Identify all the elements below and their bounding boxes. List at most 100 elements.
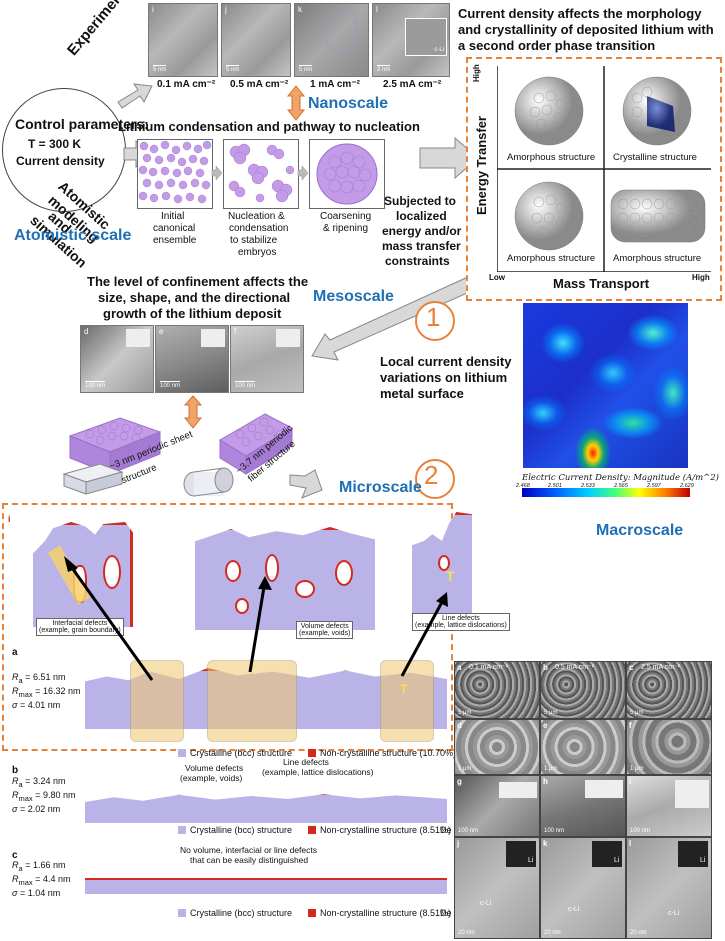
nanoscale-label: Nanoscale [308,95,389,112]
current-label-4: 2.5 mA cm⁻² [383,79,442,90]
sim-b-line-note-1: Line defects [283,757,329,767]
heatmap-tick-2: 2.501 [548,483,562,489]
sim-c-note-2: that can be easily distinguished [190,855,309,865]
sim-c-label: c [12,850,18,861]
headline-line-2: and crystallinity of deposited lithium w… [458,22,714,37]
tem-k-li-label: Li [614,857,620,864]
nucleation-box [223,139,299,209]
step2-line1: Nucleation & [228,211,285,222]
heatmap-tick-6: 2.629 [680,483,694,489]
legend-c-crystalline: Crystalline (bcc) structure [178,908,292,918]
legend-a-noncrystalline: Non-crystalline structure (10.70%) [308,748,456,758]
sim-a-stats: Ra = 6.51 nm Rmax = 16.32 nm σ = 4.01 nm [12,672,81,710]
tem-l-cli-label: c-Li [668,910,680,917]
microscale-label: Microscale [339,479,422,496]
embryo-clusters [228,143,295,203]
subjected-line-1: Subjected to [384,194,457,208]
heatmap-tick-1: 2.468 [516,483,530,489]
sim-b-line-note-2: (example, lattice dislocations) [262,767,374,777]
headline-line-1: Current density affects the morphology [458,6,702,21]
current-label-3: 1 mA cm⁻² [310,79,360,90]
heatmap-tick-5: 2.597 [647,483,661,489]
control-temperature: T = 300 K [28,137,82,151]
legend-b-crystalline: Crystalline (bcc) structure [178,825,292,835]
confinement-line-1: The level of confinement affects the [87,274,309,289]
step-one-circle [415,301,455,341]
heatmap-tick-3: 2.533 [581,483,595,489]
current-label-2: 0.5 mA cm⁻² [230,79,289,90]
step2-line4: embryos [238,247,277,258]
quadrant-bottom-left: Amorphous structure [507,253,596,264]
quadrant-top-right: Crystalline structure [613,152,697,163]
coarsening-box [309,139,385,209]
quadrant-top-left: Amorphous structure [507,152,596,163]
subjected-line-4: mass transfer [382,239,461,253]
local-current-line-3: metal surface [380,386,464,401]
tem-j-cli-label: c-Li [480,900,492,907]
sim-c-cut-text: De [440,908,452,918]
tem-k-cli-label: c-Li [568,906,580,913]
step1-line2: canonical [153,223,196,234]
step1-line3: ensemble [153,235,197,246]
control-parameters-circle [2,88,126,212]
heatmap-title: Electric Current Density: Magnitude (A/m… [522,473,719,483]
subjected-line-5: constraints [385,254,450,268]
sim-b-cut-text: De [440,825,452,835]
local-current-line-2: variations on lithium [380,370,508,385]
legend-c-noncrystalline: Non-crystalline structure (8.51%) [308,908,451,918]
coarsened-cluster [316,143,378,205]
tem-l-li-label: Li [700,857,706,864]
step2-line2: condensation [229,223,289,234]
legend-b-noncrystalline: Non-crystalline structure (8.51%) [308,825,451,835]
tem-panel-l: l c-Li 2 nm [372,3,450,77]
line-defect-marker-strip: T [400,682,408,696]
step3-line1: Coarsening [320,211,372,222]
local-current-line-1: Local current density [380,354,512,369]
quadrant-bottom-right: Amorphous structure [613,253,702,264]
scattered-atoms [138,140,212,204]
highlight-a-3 [380,660,434,742]
step-two-circle [415,459,455,499]
interfacial-defect-callout: Interfacial defects(example, grain bound… [36,618,124,636]
step-one-number: 1 [426,302,441,332]
sim-a-label: a [12,647,18,658]
phase-map-quadrants [497,66,711,272]
atomistic-scale-label: Atomistic scale [14,227,132,244]
defect-panel-i: i [8,514,11,524]
tem-inset: c-Li [405,18,447,56]
subjected-line-2: localized [396,209,447,223]
phase-map-x-high: High [692,273,710,282]
initial-ensemble-box [137,139,213,209]
line-defect-marker-top: T [446,568,455,584]
sim-strip-c [85,878,447,894]
phase-map-x-axis: Mass Transport [553,276,650,291]
highlight-a-2 [207,660,297,742]
step1-line1: Initial [161,211,185,222]
tem-j-li-label: Li [528,857,534,864]
nucleation-title: Lithium condensation and pathway to nucl… [118,119,420,134]
defect-zoom-volume [195,527,375,630]
heatmap-tick-4: 2.565 [614,483,628,489]
sim-c-stats: Ra = 1.66 nm Rmax = 4.4 nm σ = 1.04 nm [12,860,71,898]
confinement-line-2: size, shape, and the directional [98,290,291,305]
current-density-heatmap [523,303,688,468]
step2-line3: to stabilize [230,235,278,246]
highlight-a-1 [130,660,184,742]
